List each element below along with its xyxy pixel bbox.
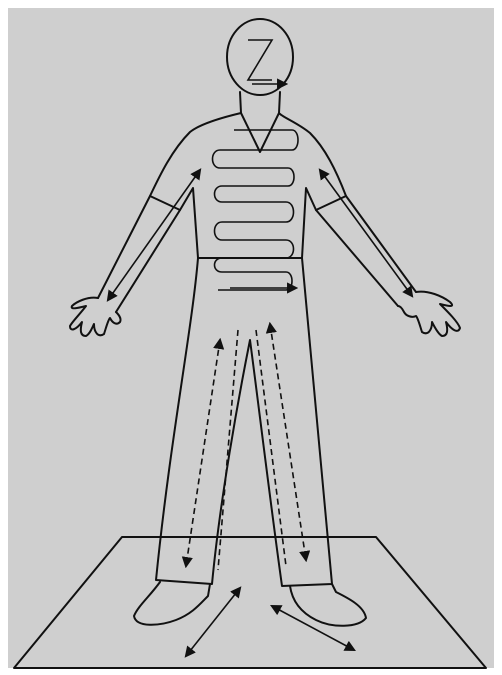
head-glyph: Z (0, 0, 1, 1)
background-panel (8, 8, 494, 668)
